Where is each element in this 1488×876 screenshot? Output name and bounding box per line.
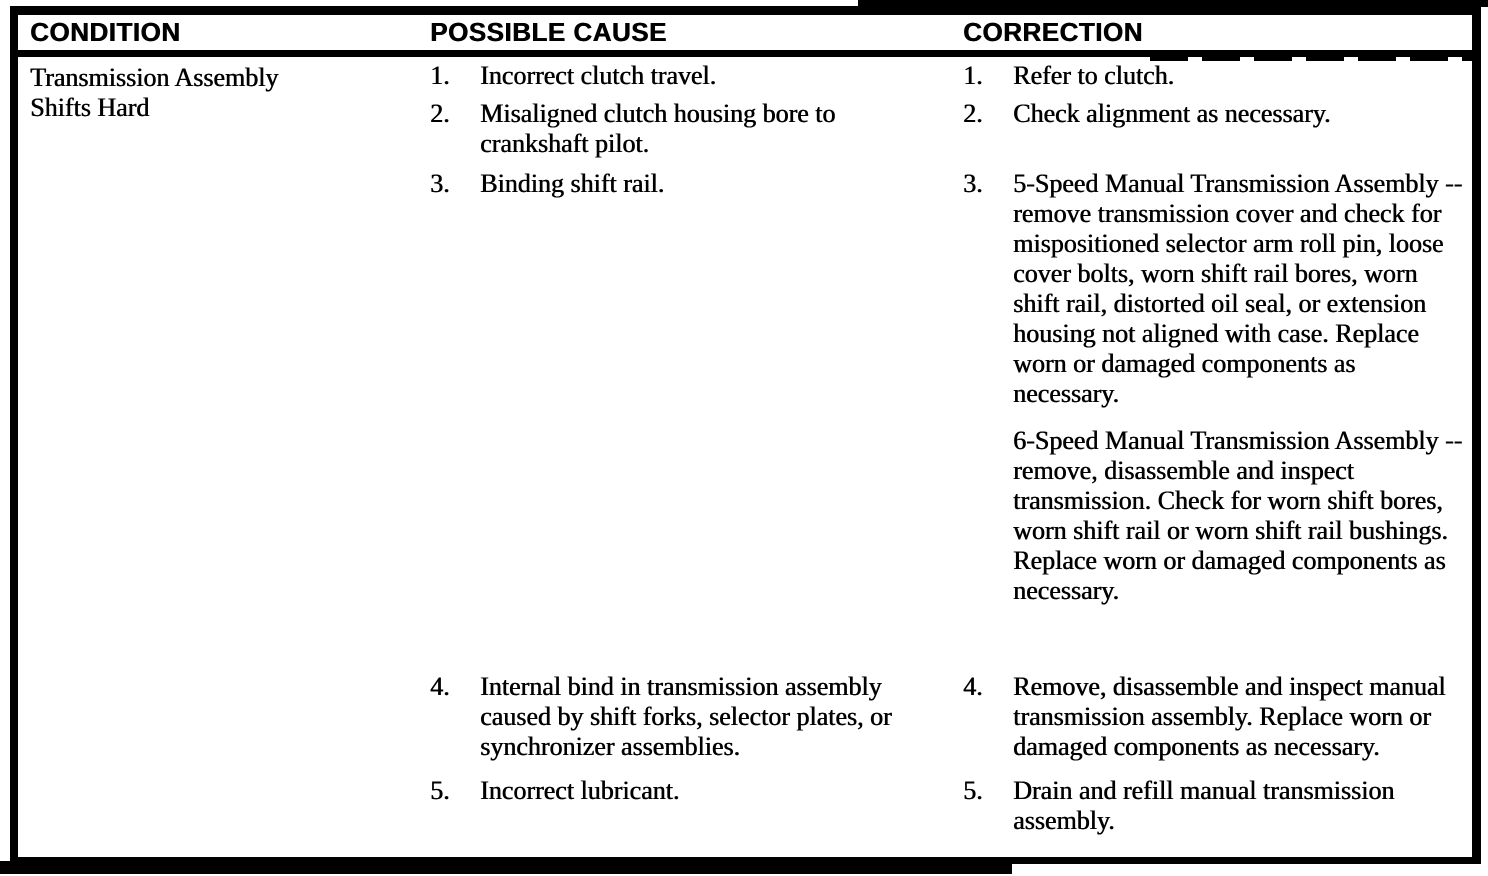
table-header-row: CONDITION POSSIBLE CAUSE CORRECTION: [18, 15, 1472, 57]
scan-artifact-header-dashes: [1150, 57, 1474, 61]
cause-text: Incorrect clutch travel.: [480, 61, 717, 90]
cause-item-4: 4. Internal bind in transmission assembl…: [422, 672, 954, 776]
list-number: 4.: [430, 672, 450, 701]
correction-text: Remove, disassemble and inspect manual t…: [1013, 672, 1446, 761]
list-number: 1.: [963, 61, 983, 90]
table-body: Transmission Assembly Shifts Hard 1. Inc…: [18, 57, 1472, 836]
troubleshooting-table: CONDITION POSSIBLE CAUSE CORRECTION Tran…: [10, 6, 1481, 864]
cause-item-1: 1. Incorrect clutch travel.: [422, 61, 954, 99]
list-number: 5.: [963, 776, 983, 805]
condition-cell: Transmission Assembly Shifts Hard: [18, 61, 422, 836]
scan-artifact-bottom-edge: [0, 861, 1012, 874]
correction-text: Check alignment as necessary.: [1013, 99, 1331, 128]
list-number: 3.: [963, 169, 983, 198]
list-number: 4.: [963, 672, 983, 701]
header-possible-cause: POSSIBLE CAUSE: [430, 17, 667, 47]
cause-item-2: 2. Misaligned clutch housing bore to cra…: [422, 99, 954, 169]
condition-line: Transmission Assembly: [30, 63, 279, 92]
list-number: 3.: [430, 169, 450, 198]
list-number: 1.: [430, 61, 450, 90]
list-number: 2.: [963, 99, 983, 128]
list-number: 5.: [430, 776, 450, 805]
cause-item-5: 5. Incorrect lubricant.: [422, 776, 954, 836]
cause-text: Internal bind in transmission assembly c…: [480, 672, 892, 761]
correction-item-2: 2. Check alignment as necessary.: [954, 99, 1472, 169]
correction-text: Drain and refill manual transmission ass…: [1013, 776, 1395, 835]
correction-item-5: 5. Drain and refill manual transmission …: [954, 776, 1472, 836]
correction-text: 5-Speed Manual Transmission Assembly -- …: [1013, 169, 1464, 606]
header-condition: CONDITION: [30, 17, 181, 47]
scan-artifact-top-edge: [858, 0, 1488, 7]
cause-text: Binding shift rail.: [480, 169, 665, 198]
list-number: 2.: [430, 99, 450, 128]
correction-paragraph: 6-Speed Manual Transmission Assembly -- …: [1013, 426, 1463, 605]
condition-line: Shifts Hard: [30, 93, 150, 122]
correction-item-3: 3. 5-Speed Manual Transmission Assembly …: [954, 169, 1472, 672]
correction-text: Refer to clutch.: [1013, 61, 1174, 90]
correction-item-4: 4. Remove, disassemble and inspect manua…: [954, 672, 1472, 776]
cause-text: Misaligned clutch housing bore to cranks…: [480, 99, 836, 158]
correction-item-1: 1. Refer to clutch.: [954, 61, 1472, 99]
header-correction: CORRECTION: [963, 17, 1143, 47]
cause-item-3: 3. Binding shift rail.: [422, 169, 954, 672]
correction-paragraph: 5-Speed Manual Transmission Assembly -- …: [1013, 169, 1463, 408]
cause-text: Incorrect lubricant.: [480, 776, 680, 805]
